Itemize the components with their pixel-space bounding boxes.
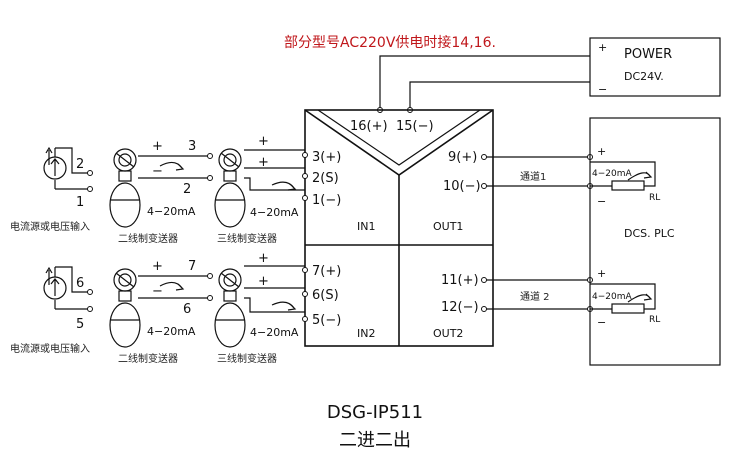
out2-loop: + − <box>590 267 656 329</box>
terminal-15-label: 15(−) <box>396 119 434 134</box>
in1-source-caption: 电流源或电压输入 <box>10 220 90 233</box>
in1-three-wire-caption: 三线制变送器 <box>217 232 277 245</box>
model-subtitle: 二进二出 <box>339 430 411 451</box>
out1-loop: + − <box>590 145 656 208</box>
power-minus-wire <box>409 81 590 110</box>
out1-channel-label: 通道1 <box>520 170 546 183</box>
out2-load-resistor <box>611 303 645 314</box>
out1-terminal-plus: 9(+) <box>448 150 477 165</box>
in1-two-wire-num-plus: 3 <box>188 139 196 154</box>
in2-label: IN2 <box>357 327 375 340</box>
in1-two-wire-num-minus: 2 <box>183 182 191 197</box>
in1-source-num-top: 2 <box>76 157 84 172</box>
in2-two-wire-caption: 二线制变送器 <box>118 352 178 365</box>
svg-text:+: + <box>597 267 606 280</box>
in1-three-wire-range: 4−20mA <box>250 206 299 219</box>
in2-three-wire-range: 4−20mA <box>250 326 299 339</box>
in2-terminal-minus: 5(−) <box>312 313 341 328</box>
power-plus-sign: + <box>598 41 607 54</box>
svg-text:+: + <box>258 155 269 170</box>
supply-note: 部分型号AC220V供电时接14,16. <box>284 34 496 51</box>
in1-two-wire-caption: 二线制变送器 <box>118 232 178 245</box>
in2-source-symbol <box>43 266 93 312</box>
svg-text:+: + <box>597 145 606 158</box>
in2-terminal-s: 6(S) <box>312 288 339 303</box>
out2-load-label: RL <box>649 315 660 325</box>
in2-two-wire-num-minus: 6 <box>183 302 191 317</box>
out1-terminal-minus: 10(−) <box>443 179 481 194</box>
terminal-16-label: 16(+) <box>350 119 388 134</box>
in1-three-wire-transmitter-icon <box>214 148 246 228</box>
svg-text:−: − <box>597 316 606 329</box>
in1-two-wire-wiring: + − <box>138 139 213 181</box>
in1-terminal-minus: 1(−) <box>312 193 341 208</box>
in1-two-wire-range: 4−20mA <box>147 205 196 218</box>
svg-text:−: − <box>152 164 163 179</box>
out1-load-label: RL <box>649 193 660 203</box>
out2-terminal-plus: 11(+) <box>441 273 479 288</box>
power-voltage: DC24V. <box>624 70 664 83</box>
in1-source-num-bottom: 1 <box>76 195 84 210</box>
svg-text:−: − <box>152 284 163 299</box>
svg-text:+: + <box>258 134 269 149</box>
in1-three-wire-wiring: + + <box>244 134 308 201</box>
in1-two-wire-transmitter-icon <box>109 148 141 228</box>
svg-text:+: + <box>258 251 269 266</box>
power-title: POWER <box>624 47 672 62</box>
power-plus-wire <box>379 55 590 110</box>
in2-source-caption: 电流源或电压输入 <box>10 342 90 355</box>
in2-two-wire-range: 4−20mA <box>147 325 196 338</box>
in2-three-wire-caption: 三线制变送器 <box>217 352 277 365</box>
svg-text:−: − <box>597 195 606 208</box>
dcs-plc-box <box>589 117 721 366</box>
dcs-plc-label: DCS. PLC <box>624 227 675 240</box>
in1-label: IN1 <box>357 220 375 233</box>
in1-terminal-s: 2(S) <box>312 171 339 186</box>
in2-source-num-bottom: 5 <box>76 317 84 332</box>
out1-wiring <box>481 154 593 189</box>
in2-three-wire-transmitter-icon <box>214 268 246 348</box>
in2-two-wire-wiring: + − <box>138 259 213 301</box>
model-title: DSG-IP511 <box>327 402 423 423</box>
in2-source-num-top: 6 <box>76 276 84 291</box>
out2-label: OUT2 <box>433 327 463 340</box>
out1-range: 4−20mA <box>592 169 632 179</box>
svg-text:+: + <box>152 259 163 274</box>
out2-terminal-minus: 12(−) <box>441 300 479 315</box>
power-box <box>589 37 721 97</box>
out2-range: 4−20mA <box>592 292 632 302</box>
out2-channel-label: 通道 2 <box>520 290 550 303</box>
in1-terminal-plus: 3(+) <box>312 150 341 165</box>
out1-label: OUT1 <box>433 220 463 233</box>
svg-text:+: + <box>258 274 269 289</box>
in2-terminal-plus: 7(+) <box>312 264 341 279</box>
in2-two-wire-num-plus: 7 <box>188 259 196 274</box>
power-minus-sign: − <box>598 83 607 96</box>
in1-source-symbol <box>43 146 93 192</box>
out1-load-resistor <box>611 180 645 191</box>
in2-three-wire-wiring: + + <box>244 251 308 322</box>
module-v-top-inner <box>317 109 481 166</box>
in2-two-wire-transmitter-icon <box>109 268 141 348</box>
svg-text:+: + <box>152 139 163 154</box>
